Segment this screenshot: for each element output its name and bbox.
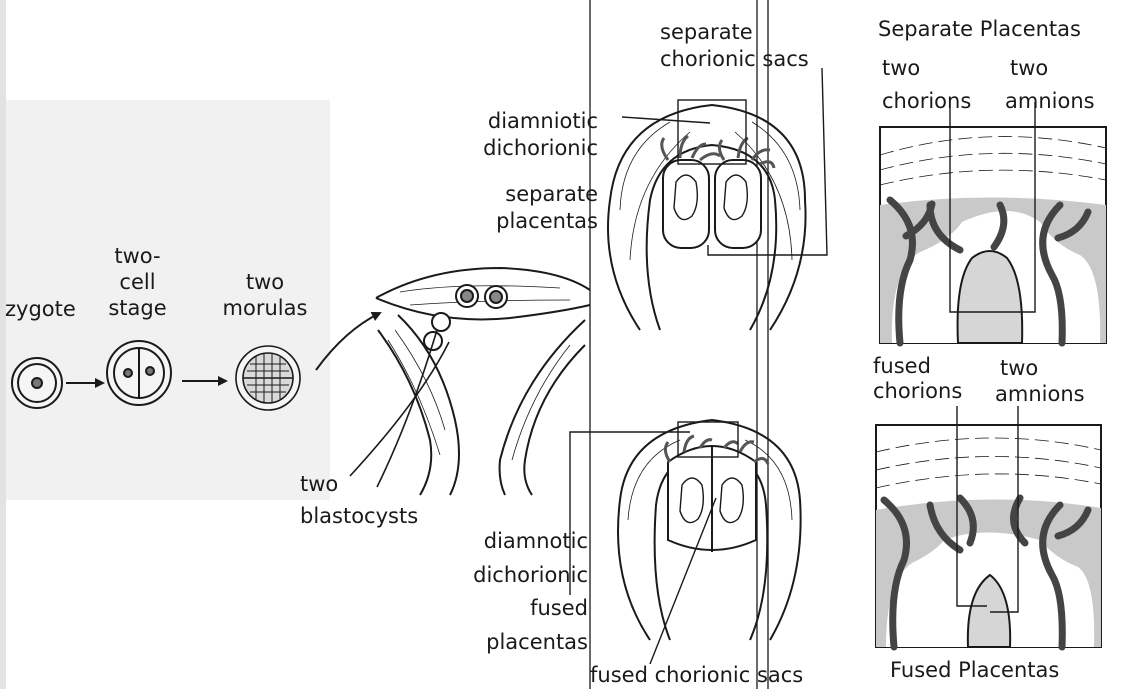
label-two-chorions-line1: two <box>882 57 920 79</box>
label-morulas-line2: morulas <box>220 297 310 319</box>
label-two-cell-line2: cell <box>100 271 175 293</box>
fused-panel-title: Fused Placentas <box>890 659 1059 681</box>
label-upper-diamniotic: diamniotic <box>480 110 598 132</box>
uterus-separate-placentas <box>608 100 806 330</box>
label-two-amnions-line2: amnions <box>1005 90 1095 112</box>
label-upper-placentas: placentas <box>480 210 598 232</box>
blastocyst-pair <box>456 285 507 308</box>
label-zygote: zygote <box>5 298 76 320</box>
scan-shading <box>0 0 330 689</box>
label-two-cell-line3: stage <box>100 297 175 319</box>
label-morulas-line1: two <box>220 271 310 293</box>
uterine-tube <box>376 268 590 495</box>
two-cell-embryo <box>107 341 171 405</box>
label-fused-chorions-line1: fused <box>873 355 931 377</box>
label-two-cell-line1: two- <box>100 245 175 267</box>
morula <box>236 346 300 410</box>
label-fused-amnions-line2: amnions <box>995 383 1085 405</box>
label-fused-amnions-line1: two <box>1000 357 1038 379</box>
label-blastocysts-line2: blastocysts <box>300 505 418 527</box>
zygote-cell <box>12 358 62 408</box>
separate-panel-title: Separate Placentas <box>878 18 1081 40</box>
separate-placentas-panel <box>880 102 1106 343</box>
label-fused-sacs: fused chorionic sacs <box>590 664 803 686</box>
label-lower-diamnotic: diamnotic <box>470 530 588 552</box>
label-two-amnions-line1: two <box>1010 57 1048 79</box>
uterus-fused-placentas <box>618 420 801 640</box>
label-separate-sacs-line2: chorionic sacs <box>660 48 809 70</box>
label-lower-fused: fused <box>470 597 588 619</box>
label-fused-chorions-line2: chorions <box>873 380 962 402</box>
label-blastocysts-line1: two <box>300 473 338 495</box>
label-upper-separate: separate <box>480 183 598 205</box>
label-lower-placentas: placentas <box>470 631 588 653</box>
frame-lines <box>590 0 768 689</box>
label-upper-dichorionic: dichorionic <box>450 137 598 159</box>
fused-placentas-panel <box>876 406 1101 647</box>
label-two-chorions-line2: chorions <box>882 90 971 112</box>
label-separate-sacs-line1: separate <box>660 21 753 43</box>
label-lower-dichorionic: dichorionic <box>440 564 588 586</box>
